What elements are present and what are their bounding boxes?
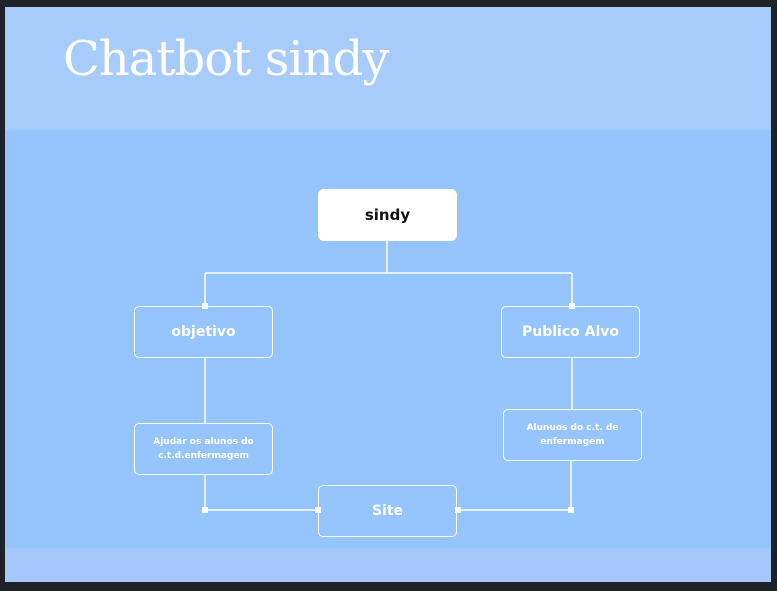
connector-lines	[202, 240, 575, 513]
node-objetivo-detail: Ajudar os alunos do c.t.d.enfermagem	[134, 423, 273, 475]
node-publico-alvo-detail-line2: enfermagem	[540, 437, 605, 447]
connector-dot	[202, 507, 208, 513]
slide-title: Chatbot sindy	[63, 31, 389, 87]
node-publico-alvo: Publico Alvo	[501, 306, 640, 358]
node-objetivo-detail-line1: Ajudar os alunos do	[153, 437, 254, 447]
connector-right-to-site	[456, 461, 572, 511]
node-publico-alvo-detail: Alunuos do c.t. de enfermagem	[503, 409, 642, 461]
connector-dot	[568, 507, 574, 513]
connector-dot	[455, 507, 461, 513]
slide-footer-band	[5, 548, 771, 582]
node-root: sindy	[318, 189, 457, 241]
slide-header: Chatbot sindy	[5, 7, 771, 130]
node-site: Site	[318, 485, 457, 537]
node-objetivo-detail-line2: c.t.d.enfermagem	[158, 451, 249, 461]
connector-left-to-site	[204, 474, 318, 511]
slide: Chatbot sindy	[5, 7, 771, 582]
node-publico-alvo-detail-line1: Alunuos do c.t. de	[526, 423, 619, 433]
node-objetivo: objetivo	[134, 306, 273, 358]
